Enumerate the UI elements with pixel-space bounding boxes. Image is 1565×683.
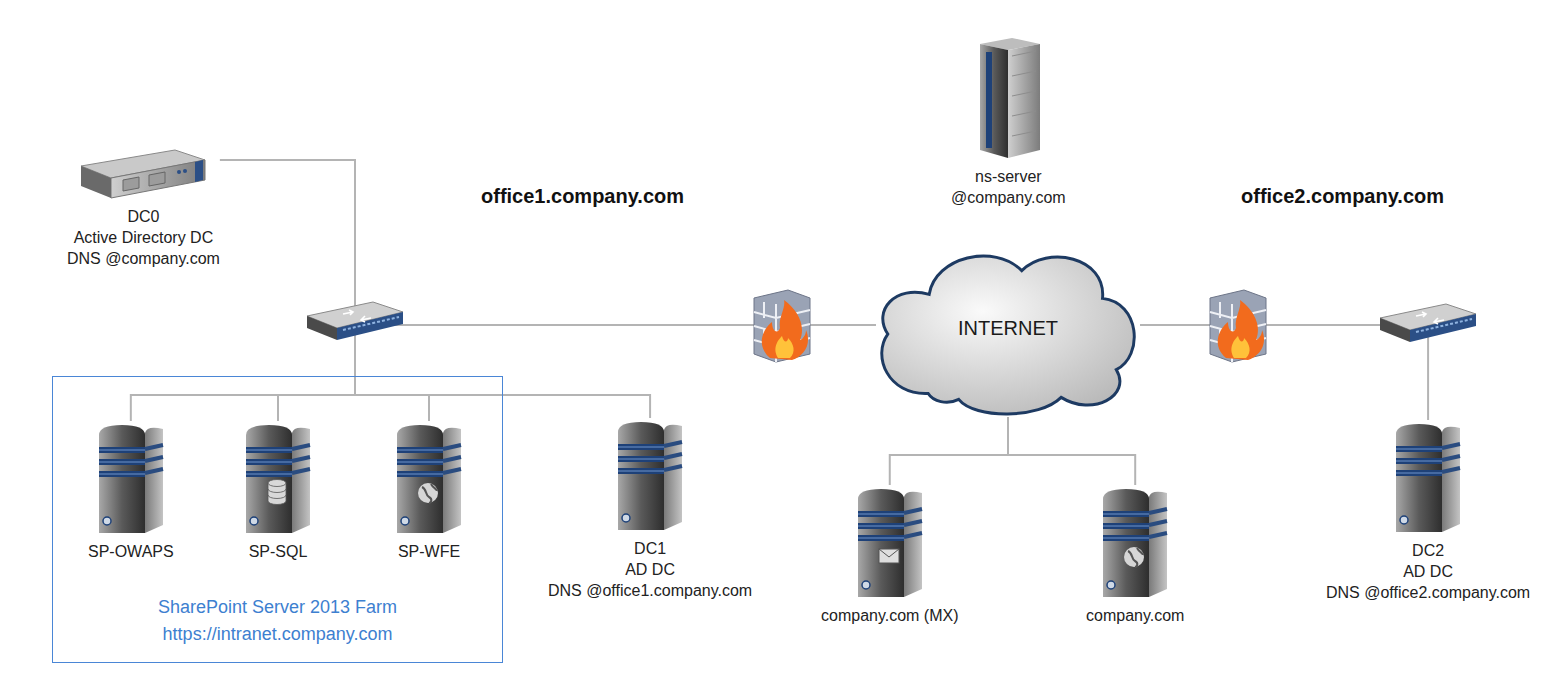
- node-text: DC0: [67, 206, 220, 227]
- node-text: @company.com: [951, 187, 1066, 208]
- mail-server: company.com (MX): [821, 485, 959, 626]
- firewall-icon: [754, 290, 810, 362]
- domain-controller: DC2AD DCDNS @office2.company.com: [1326, 420, 1530, 603]
- firewall-icon: [1210, 290, 1266, 362]
- node-text: AD DC: [548, 559, 752, 580]
- domain-label: office2.company.com: [1241, 185, 1444, 208]
- farm-caption: SharePoint Server 2013 Farmhttps://intra…: [53, 594, 502, 648]
- node-text: DNS @company.com: [67, 248, 220, 269]
- network-link: [890, 417, 1008, 485]
- node-text: SP-WFE: [389, 541, 469, 562]
- internet-cloud: INTERNET: [872, 237, 1144, 419]
- switch-icon: [307, 302, 403, 340]
- node-text: DNS @office1.company.com: [548, 580, 752, 601]
- web-server: company.com: [1086, 485, 1184, 626]
- node-text: SP-SQL: [238, 541, 318, 562]
- node-text: DNS @office2.company.com: [1326, 582, 1530, 603]
- switch-icon: [1380, 304, 1476, 342]
- node-text: AD DC: [1326, 561, 1530, 582]
- domain-label: office1.company.com: [481, 185, 684, 208]
- server-icon: [1095, 485, 1175, 601]
- rack-icon: [968, 36, 1048, 162]
- node-text: SharePoint Server 2013 Farm: [53, 594, 502, 621]
- sql-server: SP-SQL: [238, 421, 318, 562]
- domain-controller: DC1AD DCDNS @office1.company.com: [548, 418, 752, 601]
- node-text: DC1: [548, 538, 752, 559]
- node-text: https://intranet.company.com: [53, 621, 502, 648]
- server-icon: [238, 421, 318, 537]
- name-server: ns-server@company.com: [951, 36, 1066, 208]
- node-text: DC2: [1326, 540, 1530, 561]
- network-link: [1140, 325, 1428, 420]
- network-link: [1008, 417, 1135, 485]
- web-server: SP-WFE: [389, 421, 469, 562]
- server-icon: [91, 421, 171, 537]
- node-text: ns-server: [951, 166, 1066, 187]
- node-text: SP-OWAPS: [88, 541, 174, 562]
- server-icon: [610, 418, 690, 534]
- sharepoint-farm: SharePoint Server 2013 Farmhttps://intra…: [52, 376, 503, 663]
- server-icon: [1388, 420, 1468, 536]
- node-text: Active Directory DC: [67, 227, 220, 248]
- node-text: company.com: [1086, 605, 1184, 626]
- server-icon: [850, 485, 930, 601]
- server: SP-OWAPS: [88, 421, 174, 562]
- rack-server-icon: [79, 148, 207, 202]
- domain-controller: DC0Active Directory DCDNS @company.com: [67, 148, 220, 269]
- node-text: company.com (MX): [821, 605, 959, 626]
- server-icon: [389, 421, 469, 537]
- node-text: INTERNET: [958, 318, 1058, 339]
